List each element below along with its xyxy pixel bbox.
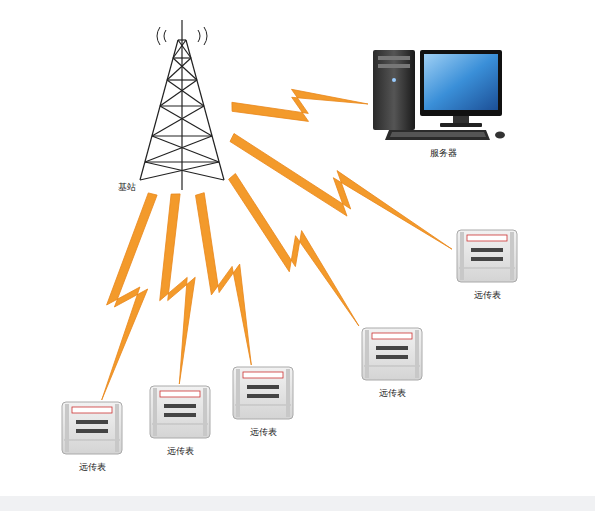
- meter-node: 远传表: [357, 326, 427, 404]
- meter-symbol: [457, 230, 517, 282]
- meter-symbol: [233, 367, 293, 419]
- bottom-band: [0, 496, 595, 511]
- server-node: 服务器: [368, 45, 508, 160]
- signal-bolt: [196, 193, 252, 365]
- node-label: 远传表: [145, 446, 215, 457]
- server-symbol: [373, 50, 505, 140]
- signal-bolt: [230, 134, 452, 250]
- node-label: 远传表: [228, 427, 298, 438]
- meter-symbol: [62, 402, 122, 454]
- signal-bolt: [102, 193, 157, 400]
- meter-symbol: [150, 386, 210, 438]
- signal-bolt: [160, 194, 196, 384]
- tower-node: 基站: [116, 22, 232, 194]
- meter-symbols: [62, 230, 517, 454]
- node-label: 基站: [118, 182, 136, 193]
- node-label: 服务器: [430, 148, 457, 159]
- node-label: 远传表: [452, 290, 522, 301]
- meter-node: 远传表: [228, 365, 298, 443]
- node-label: 远传表: [357, 388, 427, 399]
- meter-node: 远传表: [57, 400, 127, 478]
- tower-symbol: [140, 20, 224, 190]
- meter-node: 远传表: [145, 384, 215, 462]
- signal-bolt: [232, 89, 368, 121]
- meter-node: 远传表: [452, 228, 522, 306]
- node-label: 远传表: [57, 462, 127, 473]
- meter-symbol: [362, 328, 422, 380]
- signal-bolt: [229, 174, 359, 327]
